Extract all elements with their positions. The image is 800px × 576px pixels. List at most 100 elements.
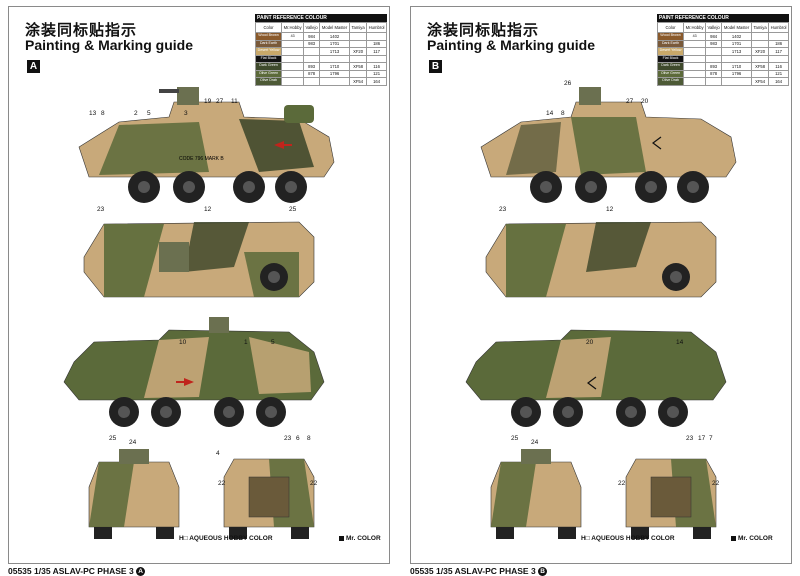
callout-number: 12 — [204, 206, 212, 213]
paint-cell-humbrol — [768, 54, 789, 63]
marking-sheet-a: 涂装同标贴指示 Painting & Marking guide A PAINT… — [8, 6, 390, 564]
legend-aqueous: H□ AQUEOUS HOBBY COLOR — [581, 535, 675, 542]
header-model-master: Model Master — [721, 22, 753, 33]
paint-cell-color: Dark Green — [254, 62, 283, 71]
callout-number: 19 — [204, 98, 212, 105]
paint-reference-table: PAINT REFERENCE COLOUR Color Mr.Hobby Va… — [254, 14, 387, 86]
callout-number: 8 — [101, 110, 105, 117]
footer-product-code-a: 05535 1/35 ASLAV-PC PHASE 3 A — [8, 566, 146, 576]
paint-cell-vallejo: 893 — [303, 62, 321, 71]
header-vallejo: Vallejo — [705, 22, 723, 33]
callout-number: 2 — [134, 110, 138, 117]
legend-aqueous-label: AQUEOUS HOBBY COLOR — [591, 535, 675, 542]
paint-table-header: Color Mr.Hobby Vallejo Model Master Tami… — [656, 22, 789, 33]
callout-number: 12 — [606, 206, 614, 213]
vehicle-side-view-left: 20 14 25 24 23 17 7 — [465, 329, 727, 446]
marking-sheet-b: 涂装同标贴指示 Painting & Marking guide B PAINT… — [410, 6, 792, 564]
legend-aqueous: H□ AQUEOUS HOBBY COLOR — [179, 535, 273, 542]
callout-number: 8 — [561, 110, 565, 117]
callout-number: 14 — [676, 339, 684, 346]
vehicle-top-view — [83, 221, 315, 298]
title-chinese: 涂装同标贴指示 — [427, 22, 540, 39]
paint-cell-vallejo: 984 — [303, 32, 321, 41]
paint-cell-humbrol: 117 — [768, 47, 789, 56]
paint-table-caption: PAINT REFERENCE COLOUR — [657, 14, 789, 22]
callout-number: 22 — [310, 480, 318, 487]
paint-cell-mm: 1402 — [319, 32, 351, 41]
legend-prefix: H — [179, 535, 184, 542]
vehicle-side-view-left: 10 1 5 25 24 23 6 8 — [63, 317, 325, 446]
callout-number: 22 — [218, 480, 226, 487]
paint-cell-mr — [683, 47, 707, 56]
paint-cell-mm — [319, 54, 351, 63]
footer-code: 05535 1/35 ASLAV-PC PHASE 3 — [8, 566, 134, 576]
callout-number: 4 — [216, 450, 220, 457]
header-vallejo: Vallejo — [303, 22, 321, 33]
callout-number: 5 — [271, 339, 275, 346]
callout-number: 27 — [626, 98, 634, 105]
paint-cell-humbrol: 186 — [768, 39, 789, 48]
vehicle-front-view — [88, 449, 180, 539]
paint-cell-tamiya: XF20 — [349, 47, 368, 56]
callout-number: 22 — [618, 480, 626, 487]
header-model-master: Model Master — [319, 22, 351, 33]
paint-cell-vallejo: 983 — [303, 39, 321, 48]
paint-cell-vallejo — [303, 77, 321, 86]
paint-cell-tamiya — [751, 39, 770, 48]
paint-cell-color: Wood Brown — [656, 32, 685, 41]
paint-cell-mr — [281, 47, 305, 56]
paint-cell-humbrol: 116 — [768, 62, 789, 71]
callout-number: 7 — [709, 435, 713, 442]
callout-number: 23 — [97, 206, 105, 213]
paint-cell-tamiya — [349, 69, 368, 78]
callout-number: 24 — [531, 439, 539, 446]
callout-number: 13 — [89, 110, 97, 117]
paint-cell-vallejo — [303, 54, 321, 63]
paint-cell-humbrol: 164 — [768, 77, 789, 86]
paint-cell-color: Dark Earth — [656, 39, 685, 48]
paint-cell-mr — [281, 54, 305, 63]
paint-cell-mr — [683, 39, 707, 48]
paint-cell-mr — [281, 39, 305, 48]
paint-cell-color: Olive Drab — [254, 77, 283, 86]
callout-number: 24 — [129, 439, 137, 446]
title-english: Painting & Marking guide — [25, 37, 194, 53]
paint-cell-color: Desert Yellow — [254, 47, 283, 56]
paint-cell-tamiya: XF58 — [751, 62, 770, 71]
paint-cell-humbrol: 121 — [768, 69, 789, 78]
paint-cell-mm: 1710 — [721, 62, 753, 71]
legend-aqueous-label: AQUEOUS HOBBY COLOR — [189, 535, 273, 542]
paint-cell-color: Wood Brown — [254, 32, 283, 41]
vehicle-code-marking: CODE 796 MARK B — [179, 156, 224, 162]
paint-table-header: Color Mr.Hobby Vallejo Model Master Tami… — [254, 22, 387, 33]
paint-cell-vallejo: 983 — [705, 39, 723, 48]
legend-mr-color: Mr. COLOR — [339, 535, 381, 542]
header-humbrol: Humbrol — [768, 22, 789, 33]
paint-cell-vallejo — [303, 47, 321, 56]
scheme-badge: B — [429, 60, 442, 73]
paint-cell-mm: 1713 — [721, 47, 753, 56]
header-color: Color — [656, 22, 685, 33]
paint-cell-vallejo — [705, 47, 723, 56]
callout-number: 10 — [179, 339, 187, 346]
paint-cell-color: Flat Black — [254, 54, 283, 63]
footer-scheme-badge: A — [136, 567, 146, 576]
paint-cell-mr — [683, 62, 707, 71]
scheme-badge: A — [27, 60, 40, 73]
callout-number: 23 — [284, 435, 292, 442]
paint-cell-color: Dark Earth — [254, 39, 283, 48]
title-chinese: 涂装同标贴指示 — [25, 22, 138, 39]
paint-cell-mr: 43 — [683, 32, 707, 41]
legend-prefix: H — [581, 535, 586, 542]
callout-number: 20 — [586, 339, 594, 346]
paint-cell-vallejo: 893 — [705, 62, 723, 71]
